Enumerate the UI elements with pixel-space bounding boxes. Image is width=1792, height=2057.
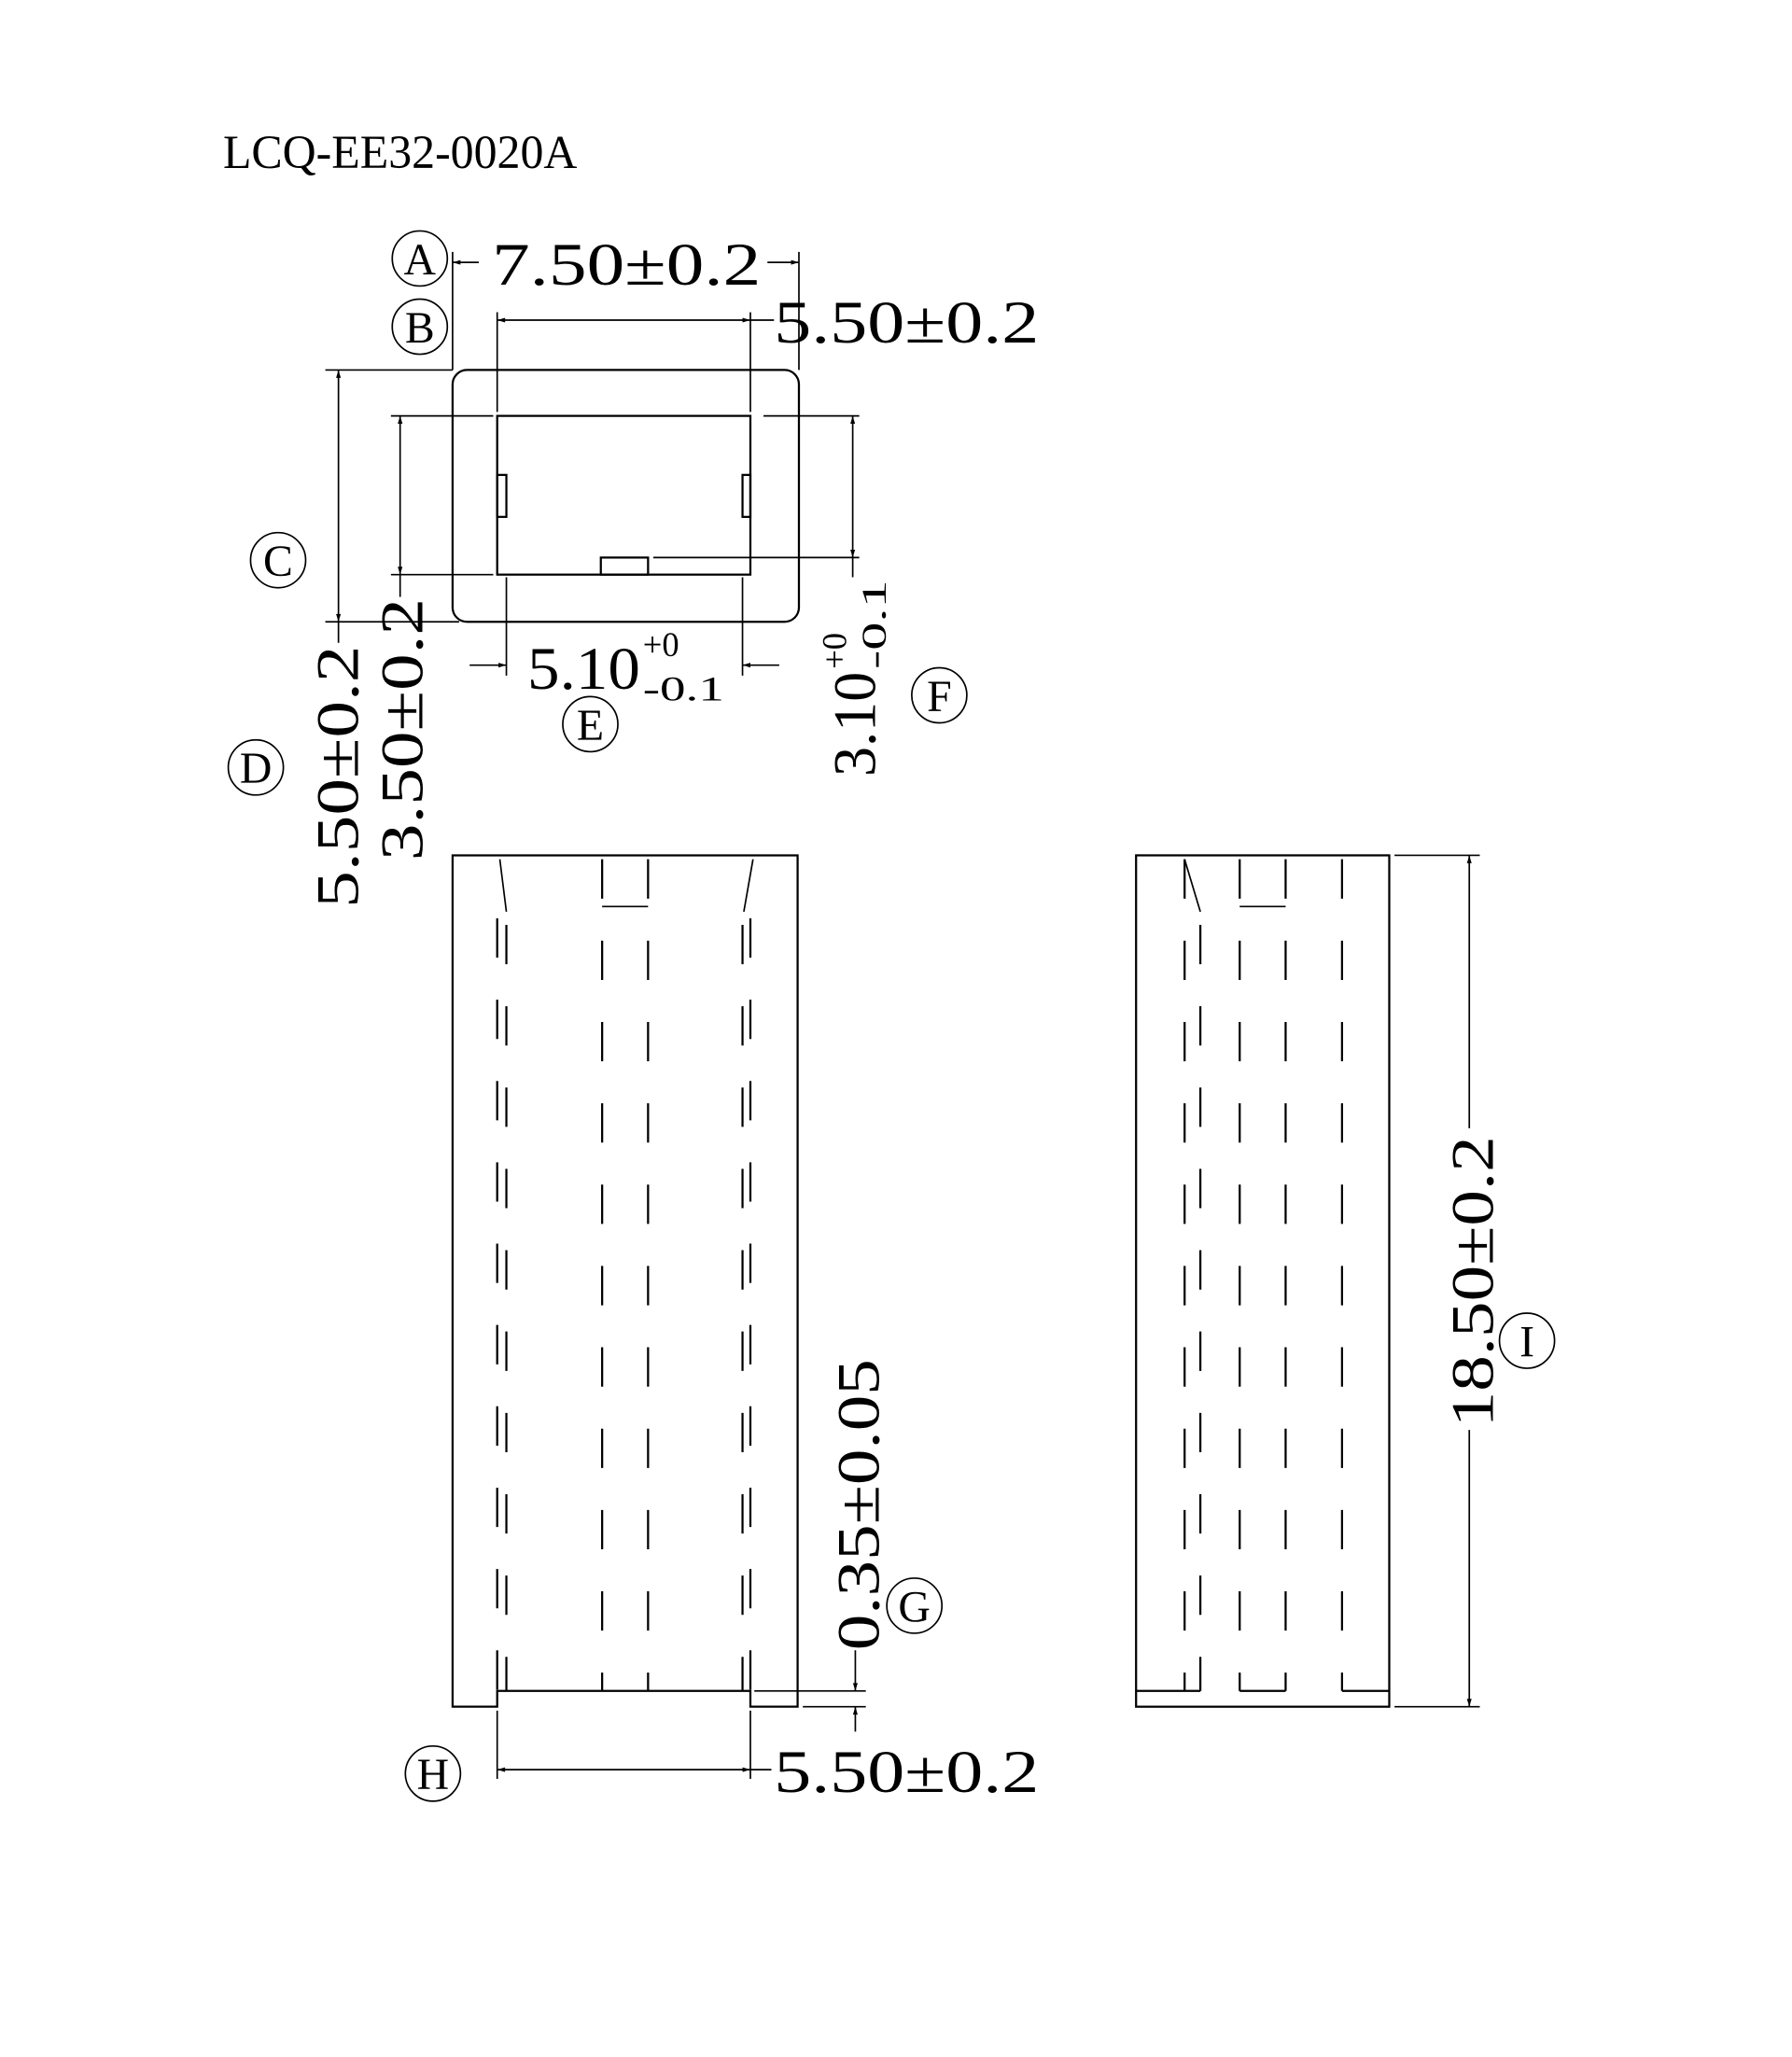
label-e-text: E bbox=[577, 701, 604, 750]
label-h-text: H bbox=[417, 1750, 450, 1799]
label-i-text: I bbox=[1519, 1317, 1534, 1366]
label-e: E bbox=[562, 695, 619, 753]
dimension-f-lower: -0.1 bbox=[855, 580, 893, 669]
dimension-e-base: 5.10 bbox=[527, 635, 640, 702]
dimension-f-upper: +0 bbox=[816, 633, 854, 669]
label-f: F bbox=[911, 666, 968, 724]
drawing-title: LCQ-EE32-0020A bbox=[223, 126, 578, 178]
dimension-i-text: 18.50±0.2 bbox=[1439, 1136, 1506, 1427]
dimension-e-lower: -0.1 bbox=[643, 670, 724, 708]
label-b-text: B bbox=[405, 303, 435, 353]
bottom-notch bbox=[599, 556, 650, 576]
dimension-a-text: 7.50±0.2 bbox=[492, 231, 761, 298]
label-c: C bbox=[249, 531, 307, 589]
top-view: 7.50±0.2 5.50±0.2 5.50±0.2 3.50±0.2 3.10… bbox=[304, 231, 1039, 908]
side-view: 18.50±0.2 bbox=[1135, 854, 1506, 1708]
label-d: D bbox=[227, 738, 285, 796]
label-b: B bbox=[391, 298, 449, 356]
label-a: A bbox=[391, 230, 449, 287]
dimension-d-text: 3.50±0.2 bbox=[369, 598, 436, 861]
inner-window-outline bbox=[496, 414, 752, 576]
dimension-e-upper: +0 bbox=[643, 625, 679, 664]
right-tab bbox=[741, 473, 752, 518]
dimension-b-text: 5.50±0.2 bbox=[774, 288, 1039, 356]
front-view: 0.35±0.05 5.50±0.2 bbox=[451, 854, 1039, 1805]
label-f-text: F bbox=[927, 672, 952, 721]
side-body-outline bbox=[1135, 854, 1391, 1708]
outer-body-outline bbox=[451, 369, 801, 623]
dimension-f-base: 3.10 bbox=[821, 672, 889, 777]
dimension-c-text: 5.50±0.2 bbox=[304, 646, 371, 908]
label-g-text: G bbox=[898, 1582, 930, 1631]
dimension-h-text: 5.50±0.2 bbox=[774, 1738, 1039, 1805]
label-d-text: D bbox=[240, 744, 273, 793]
dimension-f-text: 3.10 +0 -0.1 bbox=[816, 580, 893, 777]
label-g: G bbox=[886, 1577, 944, 1634]
label-i: I bbox=[1498, 1312, 1556, 1369]
label-h: H bbox=[404, 1744, 462, 1802]
label-a-text: A bbox=[404, 235, 437, 285]
label-c-text: C bbox=[263, 537, 293, 586]
left-tab bbox=[496, 473, 508, 518]
dimension-g-text: 0.35±0.05 bbox=[825, 1359, 892, 1650]
front-body-outline bbox=[451, 854, 799, 1708]
